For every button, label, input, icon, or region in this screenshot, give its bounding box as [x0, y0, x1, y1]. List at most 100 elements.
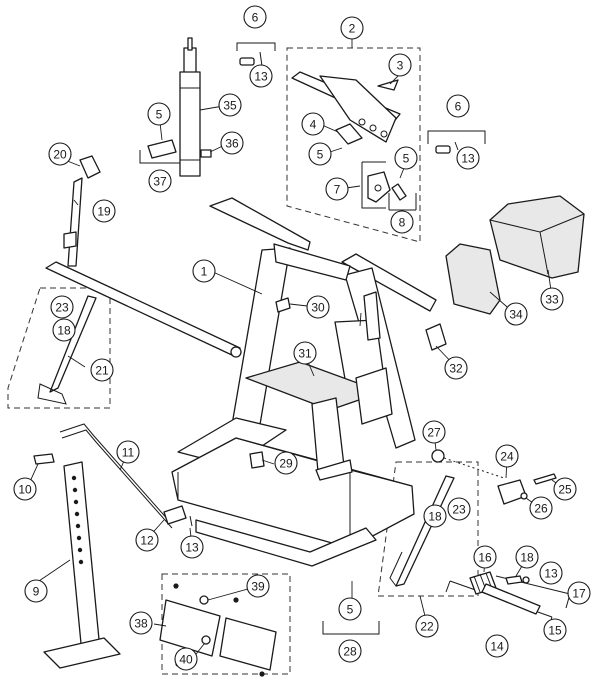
- callout-circle: [540, 287, 564, 311]
- callout-13: 13: [249, 64, 273, 88]
- callout-13: 13: [456, 146, 480, 170]
- center-channel: [311, 397, 345, 473]
- nut-40: [201, 635, 211, 645]
- callout-number: 2: [349, 22, 356, 36]
- cylinder-barrel: [179, 71, 201, 177]
- callout-number: 22: [420, 620, 434, 634]
- group-8-bracket: [388, 193, 417, 211]
- callout-number: 30: [311, 301, 325, 315]
- callout-number: 17: [572, 587, 586, 601]
- callout-number: 34: [509, 308, 523, 322]
- bolt-39: [199, 595, 209, 605]
- callout-number: 29: [279, 457, 293, 471]
- callout-number: 36: [225, 137, 239, 151]
- callout-20: 20: [48, 142, 72, 166]
- skid-plate-left: [159, 599, 221, 657]
- bolt-25: [533, 473, 557, 485]
- callout-circle: [422, 420, 446, 444]
- callout-number: 32: [449, 362, 463, 376]
- cylinder-clevis: [187, 37, 193, 51]
- bracket-28: [322, 621, 380, 635]
- callout-circle: [90, 358, 114, 382]
- callout-number: 13: [254, 70, 268, 84]
- callout-5: 5: [338, 597, 362, 621]
- hinge-body: [319, 75, 397, 143]
- handle-grip-20: [79, 155, 101, 179]
- callout-circle: [174, 647, 198, 671]
- callout-6: 6: [446, 94, 470, 118]
- cotter-13-top: [259, 51, 263, 67]
- callout-2: 2: [340, 16, 364, 40]
- callout-21: 21: [90, 358, 114, 382]
- callout-3: 3: [388, 53, 412, 77]
- callout-16: 16: [473, 545, 497, 569]
- handle-tube-19: [67, 177, 83, 267]
- washer-26: [520, 492, 528, 500]
- callout-number: 9: [33, 585, 40, 599]
- callout-number: 4: [310, 118, 317, 132]
- callout-number: 38: [134, 617, 148, 631]
- frame-top-plate: [209, 197, 311, 251]
- right-link-group: [389, 449, 557, 587]
- callout-number: 18: [520, 551, 534, 565]
- callout-22: 22: [415, 614, 439, 638]
- callout-37: 37: [148, 169, 172, 193]
- callout-circle: [192, 259, 216, 283]
- callout-14: 14: [485, 634, 509, 658]
- callout-24: 24: [495, 444, 519, 468]
- callout-number: 20: [53, 148, 67, 162]
- callout-13: 13: [539, 561, 563, 585]
- callout-circle: [504, 302, 528, 326]
- callout-number: 5: [156, 108, 163, 122]
- callout-circle: [456, 146, 480, 170]
- latch-7-hole: [374, 184, 382, 192]
- callout-number: 5: [347, 603, 354, 617]
- handle-clamp: [63, 231, 77, 249]
- link-rod-left: [49, 295, 97, 393]
- callout-circle: [423, 504, 447, 528]
- callout-26: 26: [529, 496, 553, 520]
- callout-number: 1: [201, 265, 208, 279]
- callout-circle: [446, 94, 470, 118]
- callout-35: 35: [218, 93, 242, 117]
- callout-circle: [129, 611, 153, 635]
- frame-brace: [355, 367, 393, 425]
- callout-number: 13: [544, 567, 558, 581]
- callout-10: 10: [13, 477, 37, 501]
- pins: [147, 51, 459, 159]
- callout-number: 13: [461, 152, 475, 166]
- cover-33-fold: [489, 213, 585, 275]
- cover-plate-3: [377, 79, 399, 91]
- callout-18: 18: [52, 318, 76, 342]
- callout-number: 13: [185, 541, 199, 555]
- lift-handle: [45, 155, 242, 358]
- callout-circle: [147, 102, 171, 126]
- callout-number: 37: [153, 175, 167, 189]
- callout-circle: [308, 142, 332, 166]
- center-channel-foot: [315, 459, 353, 481]
- callout-number: 21: [95, 364, 109, 378]
- bracket-6-right: [427, 130, 486, 144]
- cylinder-bands: [180, 87, 200, 161]
- hinge-assembly: [291, 71, 407, 203]
- callout-39: 39: [246, 574, 270, 598]
- pin-4: [335, 123, 363, 145]
- callout-34: 34: [504, 302, 528, 326]
- callout-circle: [301, 112, 325, 136]
- frame-right-top-plate: [341, 253, 437, 312]
- callout-circle: [515, 545, 539, 569]
- cover-34: [445, 243, 501, 315]
- spring-pin-group: [469, 571, 541, 615]
- left-link-group: [37, 295, 97, 405]
- callout-5: 5: [394, 146, 418, 170]
- callout-12: 12: [135, 528, 159, 552]
- main-frame: [171, 197, 437, 567]
- callout-number: 27: [427, 426, 441, 440]
- callout-32: 32: [444, 356, 468, 380]
- callout-33: 33: [540, 287, 564, 311]
- stand-foot-9: [43, 637, 121, 669]
- callout-5: 5: [308, 142, 332, 166]
- callout-circle: [415, 614, 439, 638]
- callout-17: 17: [567, 581, 591, 605]
- callout-circle: [338, 639, 362, 663]
